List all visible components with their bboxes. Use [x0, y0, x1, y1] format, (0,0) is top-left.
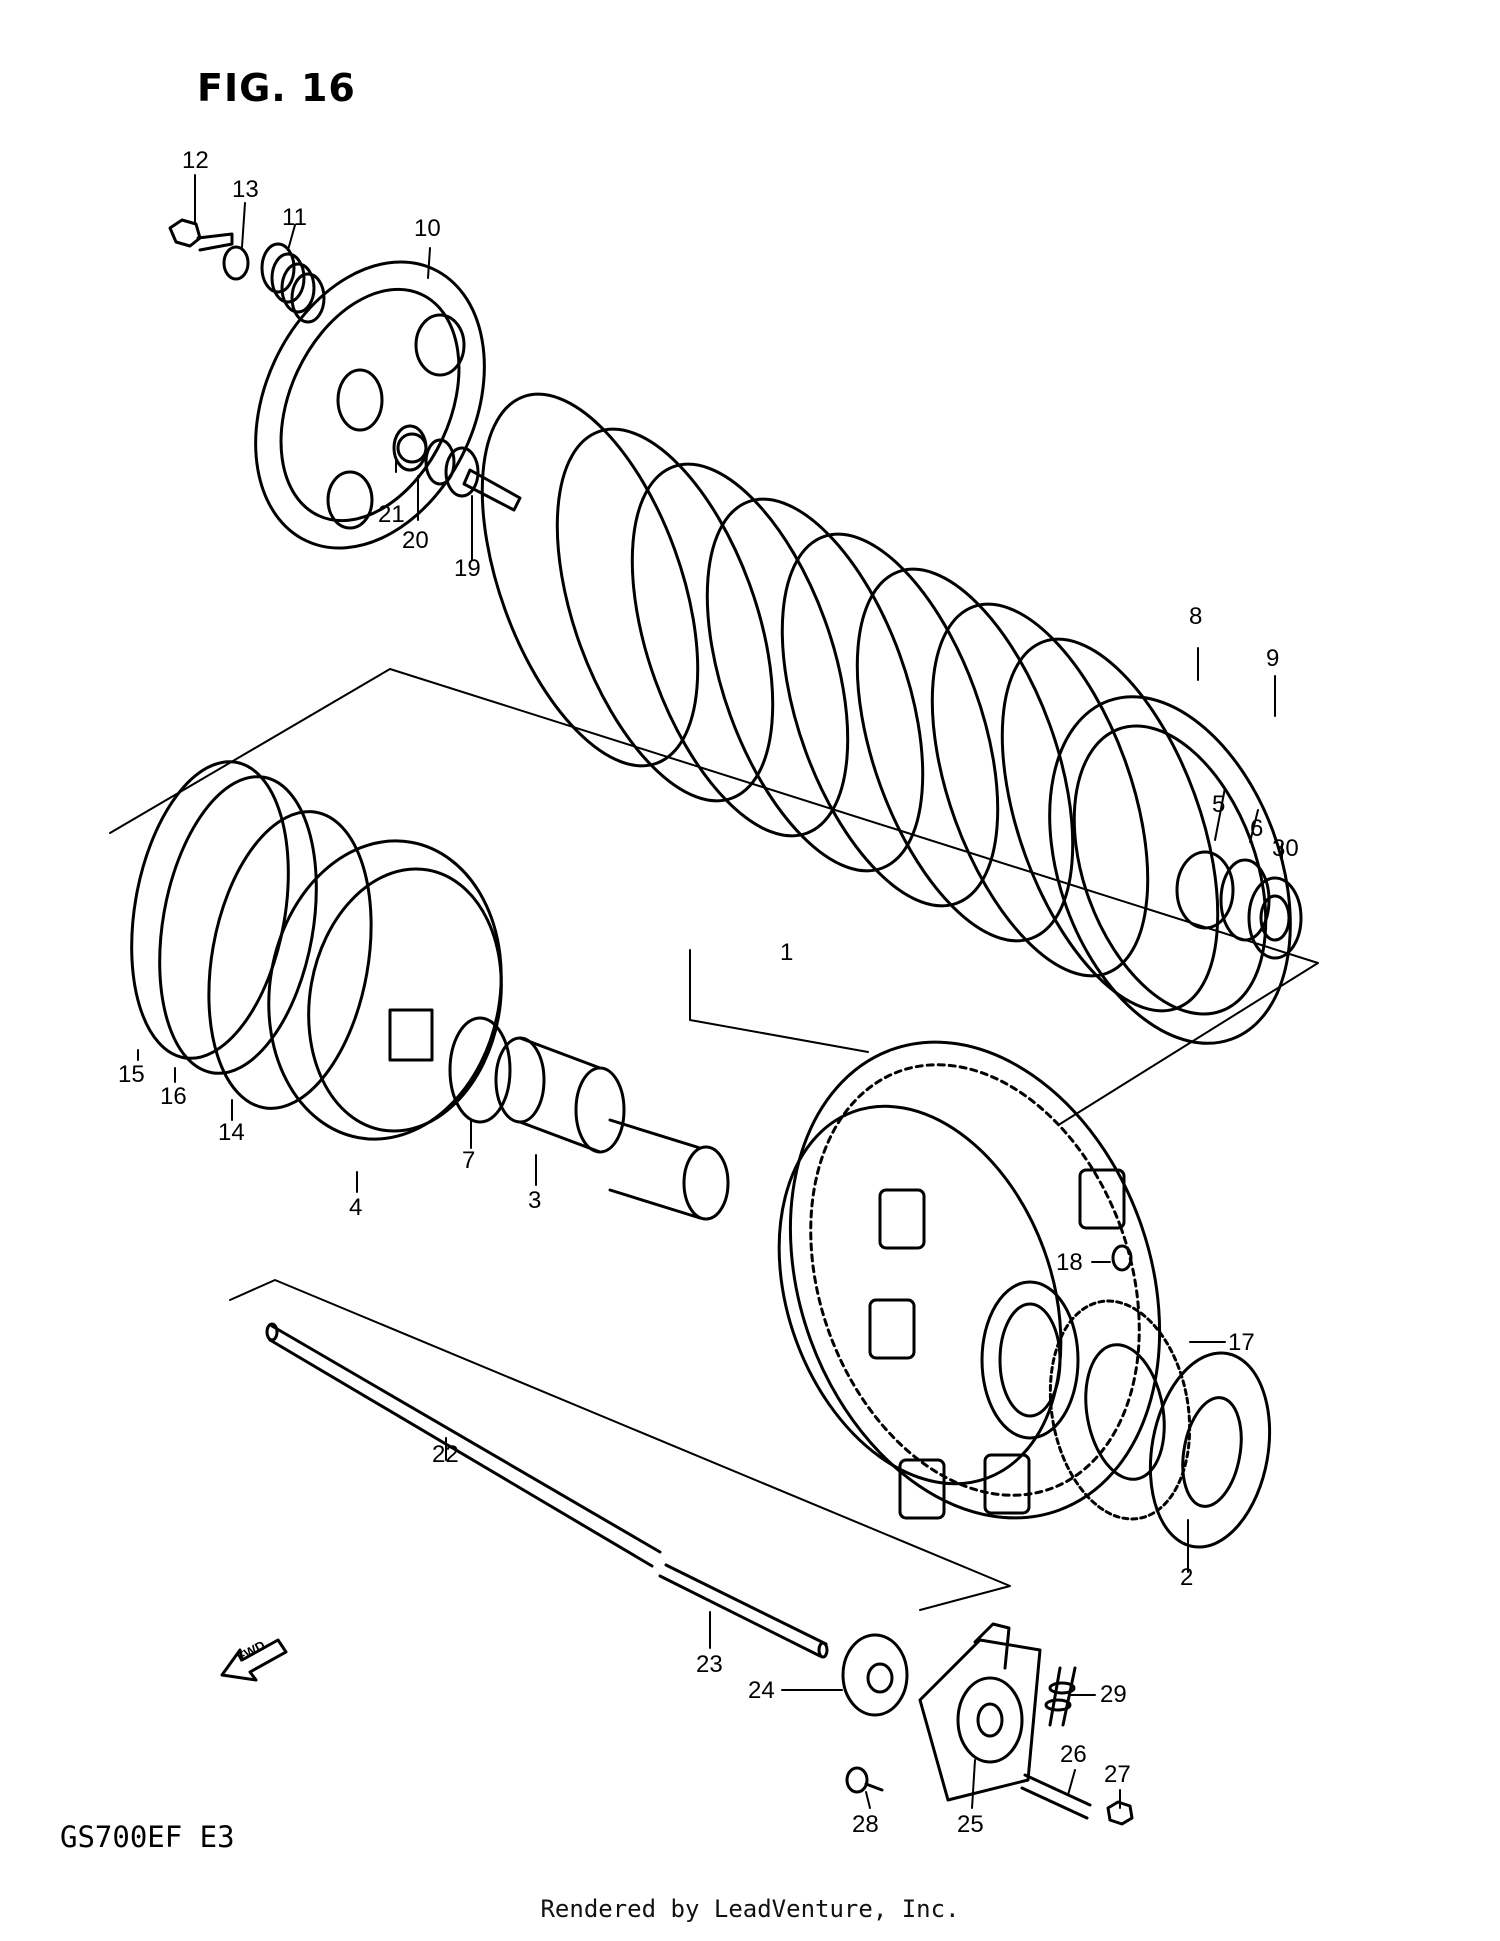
callout-24: 24 — [748, 1677, 775, 1704]
primary-driven-gear — [777, 1040, 1162, 1520]
adjuster-screw — [1020, 1773, 1092, 1820]
callout-22: 22 — [432, 1441, 459, 1468]
callout-21: 21 — [378, 501, 405, 528]
thrust-washer — [448, 1016, 512, 1124]
callout-3: 3 — [528, 1187, 541, 1214]
callout-2: 2 — [1180, 1564, 1193, 1591]
spring-washer — [222, 245, 250, 281]
callout-4: 4 — [349, 1194, 362, 1221]
callout-9: 9 — [1266, 645, 1279, 672]
outer-hub — [130, 760, 373, 1110]
callout-11: 11 — [282, 204, 307, 231]
needle-bearing — [494, 1036, 626, 1154]
clutch-plate-stack — [480, 392, 1220, 1013]
callout-23: 23 — [696, 1651, 723, 1678]
callout-14: 14 — [218, 1119, 245, 1146]
callout-12: 12 — [182, 147, 209, 174]
clutch-spring-bolt — [168, 218, 234, 252]
release-spring — [1044, 1666, 1077, 1727]
thrust-washer-2 — [1148, 1351, 1272, 1549]
push-rod-short — [658, 1563, 829, 1659]
callout-15: 15 — [118, 1061, 145, 1088]
callout-10: 10 — [414, 215, 441, 242]
clutch-spring — [260, 242, 326, 324]
callout-labels: 1 2 3 4 5 6 7 8 9 10 11 12 13 14 15 16 1… — [118, 147, 1299, 1838]
callout-16: 16 — [160, 1083, 187, 1110]
callout-1: 1 — [780, 939, 793, 966]
exploded-outline-top — [109, 668, 1319, 1125]
footer-credit: Rendered by LeadVenture, Inc. — [540, 1895, 960, 1923]
model-code: GS700EF E3 — [60, 1820, 235, 1854]
callout-25: 25 — [957, 1811, 984, 1838]
callout-19: 19 — [454, 555, 481, 582]
adjuster-nut — [1106, 1800, 1134, 1826]
callout-7: 7 — [462, 1147, 475, 1174]
callout-13: 13 — [232, 176, 259, 203]
callout-18: 18 — [1056, 1249, 1083, 1276]
callout-17: 17 — [1228, 1329, 1255, 1356]
callout-29: 29 — [1100, 1681, 1127, 1708]
clutch-sleeve-hub — [1048, 695, 1303, 1045]
push-rod — [265, 1322, 662, 1568]
leader-lines — [137, 174, 1283, 1809]
callout-6: 6 — [1250, 815, 1263, 842]
callout-28: 28 — [852, 1811, 879, 1838]
release-rod-assembly — [392, 424, 522, 512]
exploded-outline-bottom — [229, 1279, 1011, 1611]
spacer — [608, 1118, 730, 1221]
figure-title: FIG. 16 — [197, 66, 356, 110]
callout-27: 27 — [1104, 1761, 1131, 1788]
pressure-plate — [254, 260, 486, 550]
callout-20: 20 — [402, 527, 429, 554]
callout-30: 30 — [1272, 835, 1299, 862]
callout-5: 5 — [1212, 791, 1225, 818]
callout-26: 26 — [1060, 1741, 1087, 1768]
fwd-arrow-icon — [220, 1638, 288, 1682]
release-cam — [918, 1622, 1042, 1802]
sleeve-hub-plate — [267, 839, 503, 1141]
callout-8: 8 — [1189, 603, 1202, 630]
oil-seal — [841, 1633, 909, 1717]
release-screw — [845, 1766, 884, 1794]
